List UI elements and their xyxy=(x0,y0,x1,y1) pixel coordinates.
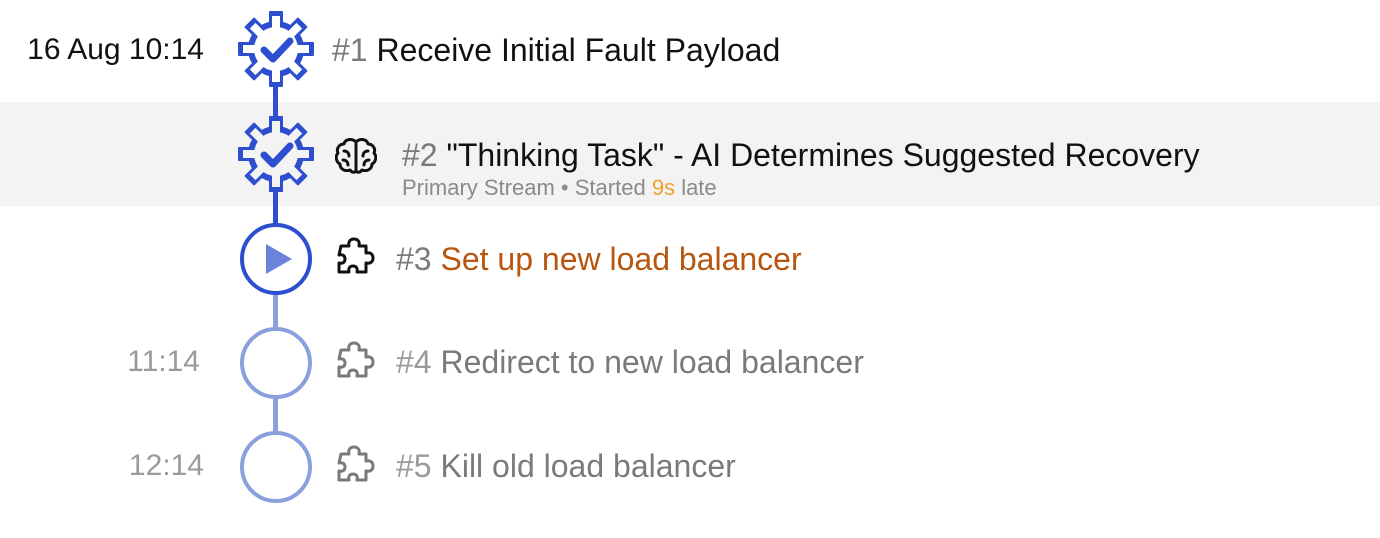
play-circle-icon[interactable] xyxy=(239,222,313,296)
step-title[interactable]: #5 Kill old load balancer xyxy=(396,447,736,485)
stream-label: Primary Stream xyxy=(402,175,555,200)
step-number: #3 xyxy=(396,241,432,277)
step-title[interactable]: #2 "Thinking Task" - AI Determines Sugge… xyxy=(402,136,1200,174)
step-number: #1 xyxy=(332,32,368,68)
late-amount: 9s xyxy=(651,175,676,200)
gear-check-icon xyxy=(236,114,316,194)
step-number: #2 xyxy=(402,137,438,173)
step-title[interactable]: #4 Redirect to new load balancer xyxy=(396,343,864,381)
step-number: #4 xyxy=(396,344,432,380)
step-title-text: Kill old load balancer xyxy=(440,448,736,484)
timeline-connector xyxy=(273,82,278,118)
started-prefix: Started xyxy=(574,175,646,200)
puzzle-icon xyxy=(335,340,377,380)
selected-step-highlight xyxy=(0,102,1380,206)
step-title-text: Redirect to new load balancer xyxy=(440,344,864,380)
step-time: 16 Aug 10:14 xyxy=(27,33,204,66)
step-meta: Primary Stream • Started 9s late xyxy=(402,175,717,201)
timeline-connector xyxy=(273,395,278,433)
timeline-connector xyxy=(273,291,278,329)
step-title[interactable]: #1 Receive Initial Fault Payload xyxy=(332,31,780,69)
timeline-connector xyxy=(273,186,278,226)
pending-circle-icon xyxy=(239,430,313,504)
step-title-text: Set up new load balancer xyxy=(440,241,802,277)
step-time: 12:14 xyxy=(128,449,204,482)
meta-separator: • xyxy=(560,175,569,200)
step-time: 11:14 xyxy=(127,345,200,378)
step-number: #5 xyxy=(396,448,432,484)
puzzle-icon xyxy=(335,236,377,276)
late-suffix: late xyxy=(681,175,717,200)
gear-check-icon xyxy=(236,9,316,89)
pending-circle-icon xyxy=(239,326,313,400)
brain-icon xyxy=(335,137,377,175)
step-title-text: Receive Initial Fault Payload xyxy=(376,32,781,68)
puzzle-icon xyxy=(335,444,377,484)
step-title-text: "Thinking Task" - AI Determines Suggeste… xyxy=(446,137,1200,173)
step-title[interactable]: #3 Set up new load balancer xyxy=(396,240,802,278)
